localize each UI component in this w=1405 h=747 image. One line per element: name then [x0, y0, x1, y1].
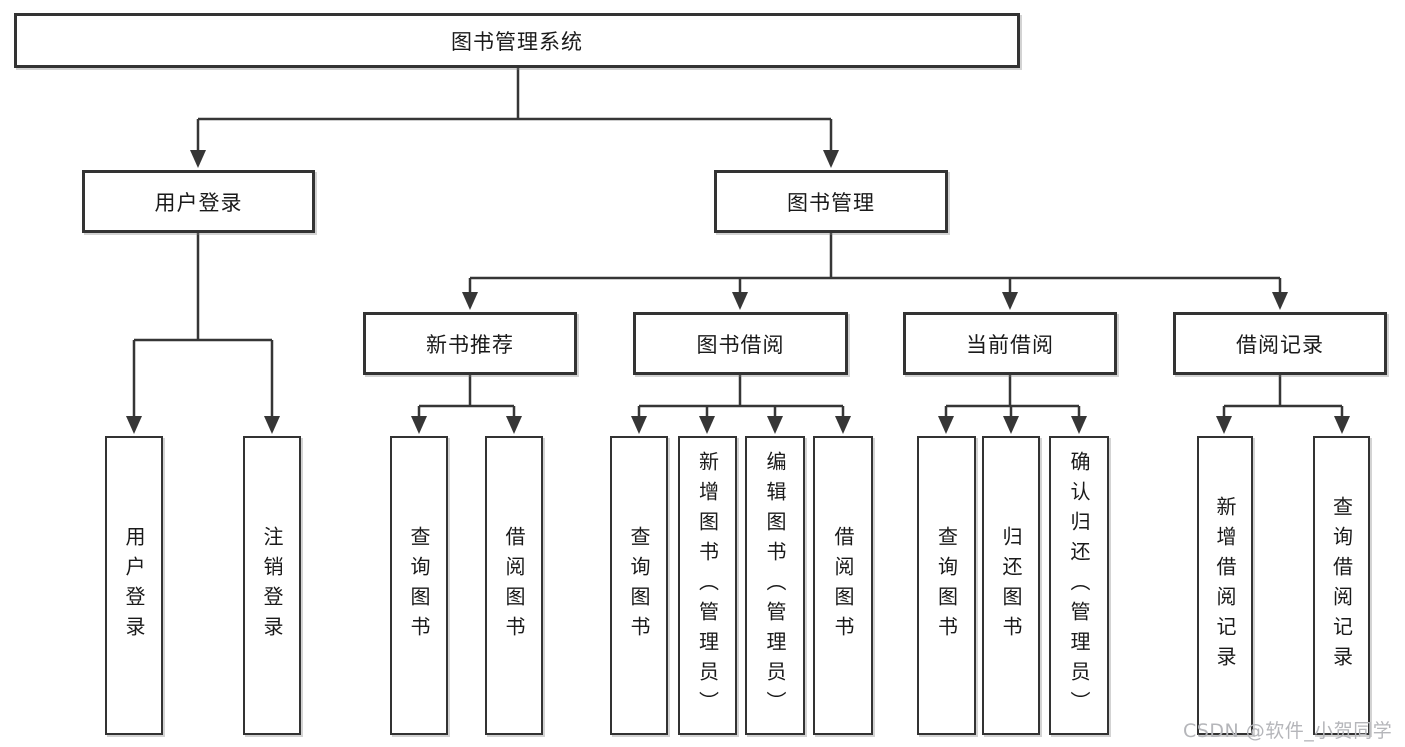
leaf-label: 新增借阅记录 — [1213, 495, 1237, 676]
leaf-label: 查询图书 — [934, 525, 959, 646]
node-book-borrow: 图书借阅 — [633, 312, 848, 375]
leaf-label: 查询图书 — [627, 525, 651, 646]
leaf-add-books-admin: 新增图书（管理员） — [678, 436, 737, 735]
leaf-label: 注销登录 — [260, 525, 284, 646]
leaf-add-borrow-record: 新增借阅记录 — [1197, 436, 1253, 735]
leaf-borrow-books: 借阅图书 — [813, 436, 873, 735]
node-label: 当前借阅 — [966, 332, 1054, 357]
leaf-borrow-books-recommend: 借阅图书 — [485, 436, 543, 735]
node-label: 图书管理系统 — [451, 29, 583, 54]
leaf-confirm-return-admin: 确认归还（管理员） — [1049, 436, 1109, 735]
node-label: 用户登录 — [154, 190, 243, 215]
leaf-query-books-borrow: 查询图书 — [610, 436, 668, 735]
node-label: 借阅记录 — [1236, 332, 1324, 357]
node-new-book-recommend: 新书推荐 — [363, 312, 577, 375]
leaf-label: 归还图书 — [999, 525, 1023, 646]
leaf-label: 确认归还（管理员） — [1067, 450, 1091, 721]
node-user-login: 用户登录 — [82, 170, 315, 233]
node-root-system: 图书管理系统 — [14, 13, 1020, 68]
node-label: 图书借阅 — [696, 332, 785, 357]
leaf-query-books-recommend: 查询图书 — [390, 436, 448, 735]
node-borrow-records: 借阅记录 — [1173, 312, 1387, 375]
leaf-label: 借阅图书 — [502, 525, 526, 646]
leaf-label: 编辑图书（管理员） — [763, 450, 787, 721]
node-label: 图书管理 — [787, 190, 875, 215]
leaf-label: 查询借阅记录 — [1329, 495, 1354, 676]
csdn-watermark: CSDN @软件_小贺同学 — [1183, 720, 1393, 742]
leaf-return-books: 归还图书 — [982, 436, 1040, 735]
leaf-query-borrow-record: 查询借阅记录 — [1313, 436, 1370, 735]
node-current-borrow: 当前借阅 — [903, 312, 1117, 375]
leaf-logout: 注销登录 — [243, 436, 301, 735]
leaf-label: 用户登录 — [122, 525, 146, 646]
node-book-management: 图书管理 — [714, 170, 948, 233]
leaf-label: 借阅图书 — [831, 525, 855, 646]
leaf-label: 新增图书（管理员） — [695, 450, 720, 721]
node-label: 新书推荐 — [426, 332, 514, 357]
leaf-query-books-current: 查询图书 — [917, 436, 976, 735]
leaf-label: 查询图书 — [407, 525, 431, 646]
arrowhead-group — [126, 150, 1350, 434]
leaf-user-login: 用户登录 — [105, 436, 163, 735]
leaf-edit-books-admin: 编辑图书（管理员） — [745, 436, 805, 735]
